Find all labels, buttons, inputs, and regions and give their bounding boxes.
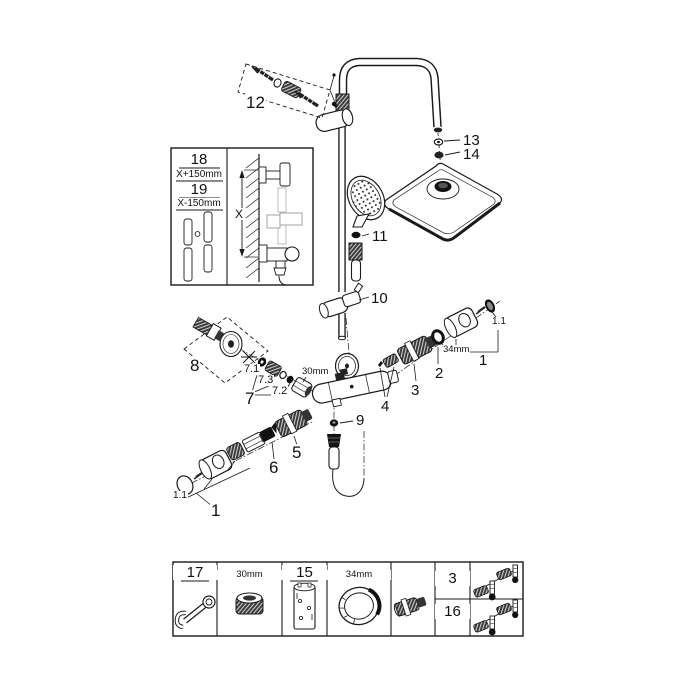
inset-item-18: 18 [172,152,226,167]
part-label-4: 4 [380,398,391,415]
inset-item-19-dim: X-150mm [172,199,226,209]
part-label-7-2: 7.2 [271,385,289,397]
part-label-11: 11 [371,228,389,245]
check-valve-4 [378,353,399,398]
adapter-6-neighbor [241,431,268,453]
part-label-9: 9 [355,412,366,429]
wall-bracket [315,101,354,133]
part-label-1-1-left: 1.1 [172,490,188,501]
screw-icon [294,90,319,108]
ring-nut-2 [431,329,450,364]
part-label-1-left: 1 [210,501,222,520]
thermostat-body [311,352,399,408]
part-label-8: 8 [189,356,201,375]
screw-icon [251,65,274,82]
glide-element [318,282,370,319]
head-shower [383,162,503,242]
inset-dimension-x: X [234,207,245,221]
check-valve-set-7 [251,357,313,398]
table-label-16: 16 [435,604,470,619]
inset-item-19: 19 [172,182,226,197]
part-label-7-3: 7.3 [257,374,275,386]
part-label-2: 2 [434,365,445,382]
shower-rail [335,93,350,341]
union-nut-30mm [291,377,313,398]
table-label-3: 3 [435,571,470,586]
part-label-13: 13 [462,132,481,149]
part-label-7: 7 [244,389,256,408]
handle-assembly-1-right [443,299,499,353]
mounting-height-diagram [239,154,303,286]
part-label-14: 14 [462,146,481,163]
fixing-set-12 [237,63,338,119]
nut-30mm-icon [235,592,264,615]
adapter-icon [393,597,427,617]
thermo-cartridge-3 [397,335,437,382]
part-label-6: 6 [268,458,280,477]
handle-assembly-1-left [176,431,268,507]
part-label-1-1-right: 1.1 [491,316,507,327]
size-label-34mm: 34mm [442,344,471,355]
part-label-12: 12 [245,93,266,112]
clamp-ring-icon [338,586,382,626]
asterisk-marker [241,350,257,364]
table-label-34mm: 34mm [327,570,391,580]
table-label-30mm: 30mm [217,570,282,580]
part-label-1-right: 1 [478,352,489,369]
hand-shower [346,175,386,282]
aquadimmer-5 [274,409,313,446]
arm-washers [433,138,461,159]
part-label-10: 10 [370,290,389,307]
table-label-17: 17 [173,565,217,580]
size-label-30mm: 30mm [301,366,330,377]
shower-arm [338,57,443,183]
table-label-15: 15 [282,565,327,580]
sleeve-tool-icon [293,582,316,630]
filter-washer-9-and-hose [327,419,365,497]
part-label-5: 5 [291,443,303,462]
spare-rail-tubes [183,211,213,282]
part-label-3: 3 [410,382,421,399]
part-label-7-1: 7.1 [243,363,261,375]
inset-item-18-dim: X+150mm [172,170,226,180]
wrench-icon [174,595,216,630]
union-set-8 [183,316,269,384]
